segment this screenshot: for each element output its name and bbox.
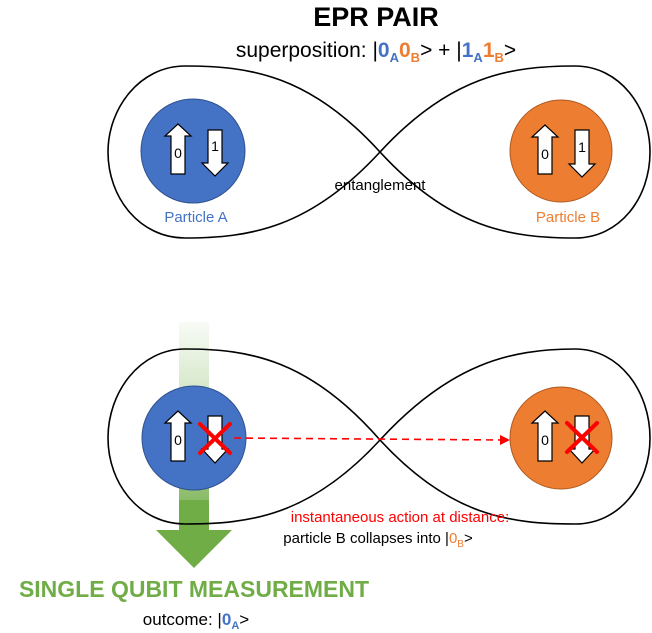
term1-b-sub: B (411, 50, 420, 65)
entanglement-loop-bottom (107, 348, 651, 525)
spin-up-arrow-icon (163, 410, 193, 462)
ket-open-2: | (456, 39, 461, 62)
measured-particle-a-circle (141, 385, 247, 491)
measured-particle-b: 0 (509, 386, 613, 490)
measurement-title: SINGLE QUBIT MEASUREMENT (19, 576, 369, 602)
particle-b-circle (509, 99, 613, 203)
particle-b-up-value: 0 (541, 146, 549, 162)
term2-b-sub: B (495, 50, 504, 65)
measurement-outcome: outcome: |0A> (143, 610, 250, 632)
outcome-sub: A (231, 620, 239, 632)
collapse-value: 0 (449, 530, 457, 547)
cross-mark-icon (565, 421, 599, 454)
term2-b-value: 1 (483, 39, 495, 62)
action-dashed-line (233, 437, 503, 441)
action-arrowhead-icon (500, 435, 510, 445)
cross-mark-icon (198, 422, 232, 455)
collapse-suffix: > (464, 530, 473, 547)
particle-a: 0 1 (140, 98, 246, 204)
measured-a-up-value: 0 (174, 432, 182, 448)
particle-a-label: Particle A (164, 209, 227, 226)
measurement-arrow-icon (156, 500, 232, 568)
ket-open-1: | (372, 39, 377, 62)
term1-a-value: 0 (378, 39, 390, 62)
spin-down-arrow-icon (200, 129, 230, 177)
collapse-label: particle B collapses into |0B> (283, 530, 473, 550)
particle-a-down-value: 1 (211, 138, 219, 154)
term2-a-value: 1 (462, 39, 474, 62)
page-title: EPR PAIR (313, 2, 439, 32)
term2-a-sub: A (473, 50, 483, 65)
outcome-suffix: > (239, 610, 249, 629)
particle-a-circle (140, 98, 246, 204)
particle-b-label: Particle B (536, 209, 600, 226)
outcome-value: 0 (222, 610, 231, 629)
particle-b: 0 1 (509, 99, 613, 203)
measured-b-up-value: 0 (541, 432, 549, 448)
particle-b-down-value: 1 (578, 139, 586, 155)
spin-up-arrow-icon (530, 410, 560, 462)
measured-particle-a: 0 (141, 385, 247, 491)
spin-up-arrow-icon (530, 124, 560, 175)
superposition-label: superposition: (236, 39, 373, 62)
ket-close-1: > + (420, 39, 456, 62)
spin-up-arrow-icon (163, 123, 193, 175)
term1-b-value: 0 (399, 39, 411, 62)
superposition-formula: superposition: |0A0B> + |1A1B> (236, 39, 516, 65)
collapse-prefix: particle B collapses into | (283, 530, 449, 547)
collapse-sub: B (457, 539, 464, 550)
spin-down-arrow-icon (567, 129, 597, 178)
outcome-prefix: outcome: | (143, 610, 222, 629)
term1-a-sub: A (390, 50, 400, 65)
action-label: instantaneous action at distance: (291, 509, 509, 526)
entanglement-loop-top (107, 65, 651, 239)
ket-close-2: > (504, 39, 516, 62)
particle-a-up-value: 0 (174, 145, 182, 161)
measured-particle-b-circle (509, 386, 613, 490)
entanglement-label: entanglement (335, 177, 427, 194)
